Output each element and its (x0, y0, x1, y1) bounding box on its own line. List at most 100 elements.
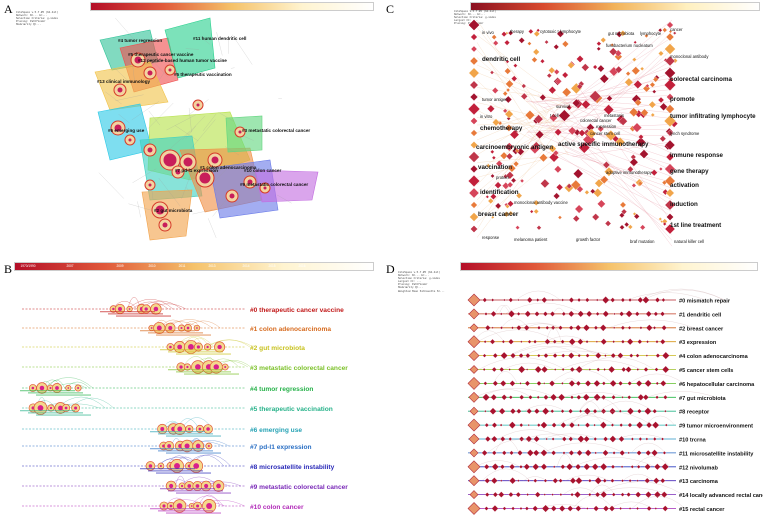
keyword-node (630, 437, 635, 441)
keyword-node (621, 208, 628, 215)
citation-node-core (144, 307, 148, 311)
reference-label (108, 313, 163, 315)
keyword-node (505, 124, 513, 132)
keyword-node (508, 338, 514, 345)
keyword-node (654, 367, 659, 372)
keyword-label: cytotoxic t lymphocyte (540, 29, 582, 34)
link (105, 91, 122, 105)
link (476, 94, 551, 138)
keyword-node (583, 407, 591, 415)
keyword-node (484, 506, 489, 511)
cluster-label: #6 emerging use (250, 427, 302, 434)
link (501, 318, 529, 328)
link (566, 411, 653, 426)
link (642, 289, 725, 301)
citation-node-core (37, 405, 44, 411)
cluster-label: #3 expression (679, 340, 717, 346)
link (538, 504, 588, 509)
keyword-node (602, 449, 609, 457)
keyword-node (652, 76, 659, 83)
keyword-node (609, 47, 618, 56)
keyword-node (660, 338, 666, 345)
link (476, 100, 566, 156)
citation-node-core (183, 157, 193, 167)
link (276, 194, 292, 204)
keyword-node (492, 40, 499, 46)
keyword-node (560, 422, 567, 429)
keyword-node (664, 423, 668, 427)
keyword-node (583, 463, 591, 471)
cluster-label: #6 hepatocellular carcinoma (679, 382, 755, 388)
keyword-node (586, 128, 597, 139)
keyword-label: protein (496, 175, 509, 180)
keyword-node (529, 209, 534, 214)
keyword-node (644, 463, 651, 471)
keyword-node (542, 311, 548, 317)
keyword-node (585, 340, 589, 344)
cluster-label: #9 metastatic colorectal cancer (240, 182, 308, 187)
keyword-node (503, 211, 510, 218)
link (205, 339, 254, 348)
keyword-node (624, 77, 634, 87)
keyword-node (584, 189, 590, 195)
cluster-label: #0 therapeutic cancer vaccine (250, 307, 344, 314)
link (522, 346, 603, 356)
keyword-node (561, 298, 565, 302)
keyword-node (597, 199, 606, 209)
keyword-node (584, 449, 592, 457)
keyword-node (661, 325, 667, 331)
keyword-node (575, 477, 583, 485)
keyword-node (515, 491, 521, 498)
keyword-node (548, 380, 556, 387)
keyword-node (583, 435, 590, 443)
cluster-label: #9 tumor microenvironment (679, 424, 753, 430)
keyword-node (588, 478, 592, 483)
keyword-node (575, 380, 581, 386)
keyword-label: active specific immunotherapy (558, 141, 649, 148)
keyword-node (620, 297, 626, 303)
keyword-node (627, 395, 632, 400)
link (476, 156, 552, 163)
keyword-node (498, 407, 506, 415)
metadata-block: CiteSpace v.5.7.R5 (64-bit) Network: N=.… (398, 271, 445, 293)
keyword-node (663, 395, 668, 400)
keyword-node (494, 202, 502, 210)
keyword-node (653, 477, 660, 484)
keyword-node (615, 137, 626, 147)
cluster-label: #2 gut microbiota (154, 208, 193, 213)
citation-node-core (156, 325, 162, 331)
keyword-node (652, 408, 658, 414)
keyword-node (483, 464, 490, 470)
citation-node-core (169, 504, 173, 508)
keyword-node (664, 175, 676, 187)
keyword-node (549, 113, 558, 122)
keyword-node (606, 95, 613, 102)
citation-node-core (190, 505, 193, 507)
year-tick: 2007 (66, 264, 73, 268)
cluster-label: #11 microsatellite instability (679, 451, 754, 457)
keyword-node (619, 212, 625, 219)
citation-node-core (64, 406, 68, 410)
keyword-node (612, 340, 616, 344)
year-tick: 2009 (116, 264, 123, 268)
keyword-node (532, 48, 540, 56)
year-tick: 2016 (298, 264, 305, 268)
link (580, 90, 673, 224)
keyword-node (629, 107, 639, 117)
link (526, 131, 673, 137)
keyword-node (652, 89, 657, 94)
keyword-node (621, 367, 627, 372)
keyword-node (610, 43, 615, 47)
keyword-node (531, 56, 538, 63)
citation-node-core (169, 483, 174, 489)
keyword-label: dendritic cell (482, 56, 520, 63)
keyword-node (585, 297, 590, 303)
keyword-node (658, 28, 663, 33)
keyword-node (625, 310, 633, 318)
keyword-node (543, 394, 549, 400)
keyword-node (577, 338, 584, 345)
keyword-node (528, 395, 533, 400)
keyword-node (469, 56, 479, 66)
keyword-node (533, 478, 538, 483)
